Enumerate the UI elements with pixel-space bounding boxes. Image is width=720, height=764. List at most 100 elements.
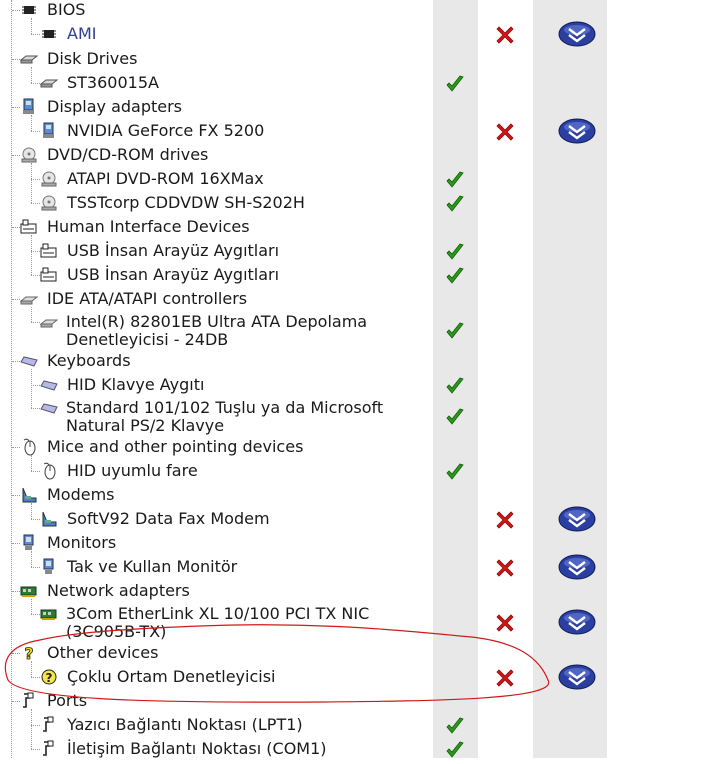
tree-branch-line [31,567,40,568]
ok-check-icon [445,194,465,214]
tree-branch-line [12,447,20,448]
category-label: Monitors [47,533,117,552]
display-adapter-icon [20,98,38,116]
tree-child-line [31,18,32,34]
mouse-icon [40,462,58,480]
category-label: Mice and other pointing devices [47,437,304,456]
tree-child-line [31,307,32,322]
keyboard-icon [20,352,38,370]
keyboard-icon [40,399,58,417]
chip-icon [20,1,38,19]
modem-icon [40,510,58,528]
error-cross-icon [494,121,516,143]
error-cross-icon [494,509,516,531]
disk-drive-icon [39,74,59,92]
error-cross-icon [494,667,516,689]
ok-check-icon [445,376,465,396]
driver-update-button[interactable] [558,506,596,532]
category-label: Display adapters [47,97,183,116]
device-label: HID Klavye Aygıtı [67,375,205,394]
tree-branch-line [31,83,40,84]
device-label: ATAPI DVD-ROM 16XMax [67,169,264,188]
mouse-icon [20,438,38,456]
tree-branch-line [12,299,20,300]
tree-branch-line [12,653,20,654]
tree-child-line [31,369,32,408]
ok-check-icon [445,266,465,286]
tree-branch-line [12,107,20,108]
tree-branch-line [31,385,40,386]
ide-controller-icon [39,313,59,331]
tree-branch-line [31,179,40,180]
driver-update-button[interactable] [558,664,596,690]
ok-check-icon [445,740,465,760]
device-label: ST360015A [67,73,159,92]
driver-update-button[interactable] [558,609,596,635]
ok-check-icon [445,716,465,736]
chip-icon [40,25,58,43]
category-label: Modems [47,485,115,504]
tree-branch-line [12,227,20,228]
device-label: Çoklu Ortam Denetleyicisi [67,667,276,686]
tree-branch-line [12,701,20,702]
device-label: USB İnsan Arayüz Aygıtları [67,265,280,284]
driver-update-button[interactable] [558,21,596,47]
network-card-icon [40,605,58,623]
device-label: NVIDIA GeForce FX 5200 [67,121,265,140]
port-icon [40,740,58,758]
tree-branch-line [31,614,40,615]
ok-check-icon [445,321,465,341]
category-label: Disk Drives [47,49,138,68]
tree-child-line [31,163,32,203]
tree-branch-line [12,10,20,11]
tree-branch-line [12,155,20,156]
ok-check-icon [445,242,465,262]
network-card-icon [20,582,38,600]
driver-update-button[interactable] [558,554,596,580]
question-icon: ? [20,644,38,664]
tree-branch-line [12,495,20,496]
ok-check-icon [445,170,465,190]
monitor-icon [40,558,58,576]
tree-child-line [31,235,32,275]
tree-branch-line [31,725,40,726]
tree-child-line [31,709,32,749]
error-cross-icon [494,24,516,46]
error-cross-icon [494,557,516,579]
device-label: Tak ve Kullan Monitör [67,557,238,576]
tree-child-line [31,115,32,131]
device-label: Intel(R) 82801EB Ultra ATA Depolama Dene… [66,312,368,349]
device-label: AMI [67,24,97,43]
svg-text:?: ? [24,644,33,662]
cd-drive-icon [20,146,38,164]
tree-branch-line [31,275,40,276]
tree-branch-line [31,471,40,472]
tree-branch-line [12,361,20,362]
tree-child-line [31,503,32,519]
device-label: Standard 101/102 Tuşlu ya da Microsoft N… [66,398,384,435]
tree-branch-line [12,59,20,60]
category-label: DVD/CD-ROM drives [47,145,209,164]
category-label: Human Interface Devices [47,217,250,236]
device-label: Yazıcı Bağlantı Noktası (LPT1) [67,715,303,734]
category-label: BIOS [47,0,86,19]
tree-child-line [31,661,32,677]
hid-icon [20,218,38,236]
tree-child-line [31,455,32,471]
category-label: Other devices [47,643,159,662]
category-label: Network adapters [47,581,190,600]
tree-child-line [31,599,32,614]
tree-branch-line [12,543,20,544]
modem-icon [20,486,38,504]
tree-branch-line [31,131,40,132]
hid-icon [40,242,58,260]
category-label: IDE ATA/ATAPI controllers [47,289,248,308]
device-label: HID uyumlu fare [67,461,198,480]
disk-drive-icon [19,50,39,68]
driver-update-button[interactable] [558,118,596,144]
tree-child-line [31,67,32,83]
tree-branch-line [31,251,40,252]
svg-text:?: ? [46,671,53,685]
port-icon [40,716,58,734]
